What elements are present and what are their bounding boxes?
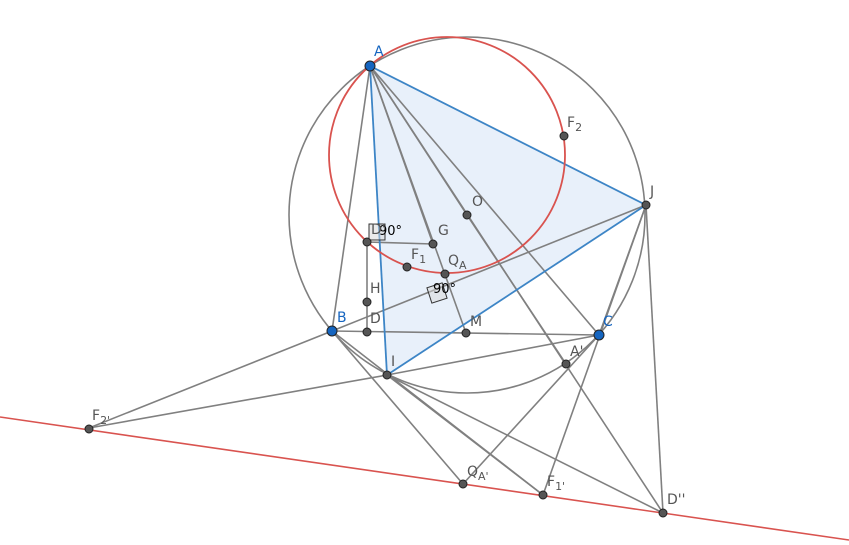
point-B[interactable] <box>326 325 338 337</box>
point-Ap[interactable] <box>561 359 571 369</box>
angle-label-1: 90° <box>379 224 402 239</box>
point-Dpp[interactable] <box>658 508 668 518</box>
label-H: H <box>370 281 381 297</box>
label-A-prime: A' <box>570 344 583 360</box>
points <box>84 60 668 518</box>
label-M: M <box>470 314 482 330</box>
label-D: D <box>370 311 381 327</box>
label-G: G <box>438 223 449 239</box>
label-O: O <box>472 194 483 210</box>
point-J[interactable] <box>641 200 651 210</box>
label-D-double-prime: D'' <box>667 492 685 508</box>
point-F1[interactable] <box>402 262 412 272</box>
point-labels: A B C J O G H D D' M I F1 F2 QA A' F2' Q… <box>92 44 685 508</box>
label-A: A <box>374 44 384 60</box>
label-F2: F2 <box>567 115 582 134</box>
label-C: C <box>603 314 613 330</box>
point-D[interactable] <box>362 327 372 337</box>
point-H[interactable] <box>362 297 372 307</box>
point-Dp[interactable] <box>362 237 372 247</box>
label-I: I <box>391 354 395 370</box>
point-F2p[interactable] <box>84 424 94 434</box>
red-line <box>0 416 849 541</box>
label-F1: F1 <box>411 247 426 266</box>
label-F2-prime: F2' <box>92 408 110 427</box>
point-M[interactable] <box>461 328 471 338</box>
grey-circle <box>288 36 646 394</box>
triangle-edges <box>369 65 647 376</box>
label-J: J <box>649 184 654 200</box>
point-QAp[interactable] <box>458 479 468 489</box>
point-QA[interactable] <box>440 269 450 279</box>
point-F1p[interactable] <box>538 490 548 500</box>
right-angle-markers <box>368 223 448 304</box>
point-F2[interactable] <box>559 131 569 141</box>
point-A[interactable] <box>364 60 376 72</box>
label-D-prime: D' <box>371 222 386 238</box>
angle-label-2: 90° <box>433 282 456 297</box>
point-I[interactable] <box>382 370 392 380</box>
label-QA: QA <box>448 253 467 272</box>
label-F1-prime: F1' <box>547 474 565 493</box>
point-G[interactable] <box>428 239 438 249</box>
label-QA-prime: QA' <box>467 464 489 483</box>
point-O[interactable] <box>462 210 472 220</box>
construction-lines <box>88 65 664 514</box>
label-B: B <box>337 310 347 326</box>
point-C[interactable] <box>593 329 605 341</box>
